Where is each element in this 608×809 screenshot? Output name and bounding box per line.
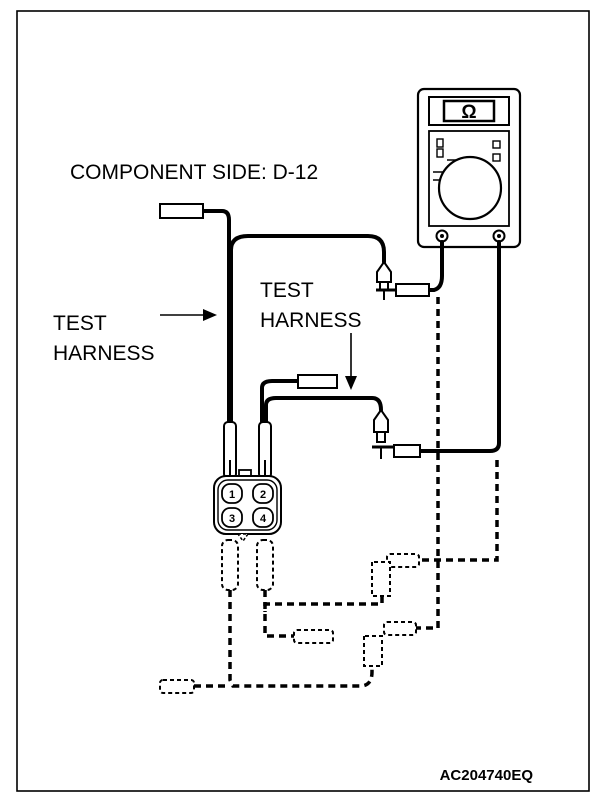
- meter-dial: [437, 155, 503, 221]
- arrow-to-harness-left: [160, 309, 217, 321]
- test-harness-right-line2: HARNESS: [260, 309, 362, 332]
- pin-cavity-4: [252, 507, 274, 528]
- meter-button-2: [492, 153, 501, 162]
- connector-d12: 1 2 3 4: [213, 469, 282, 543]
- probe-lower: [372, 408, 421, 459]
- pin-label-1: 1: [229, 489, 235, 501]
- figure-frame: [16, 10, 590, 792]
- ohmmeter: Ω: [416, 87, 522, 249]
- arrow-to-harness-right: [345, 333, 357, 390]
- hidden-wiring: [194, 297, 499, 688]
- pin-cavity-3: [221, 507, 243, 528]
- test-harness-left-line2: HARNESS: [53, 342, 155, 365]
- meter-switch-2: [436, 148, 444, 158]
- component-side-label: COMPONENT SIDE: D-12: [70, 161, 318, 184]
- pin-label-3: 3: [229, 513, 235, 525]
- hidden-plugs: [159, 539, 420, 694]
- pin-cavity-1: [221, 483, 243, 504]
- loose-plug-top: [159, 203, 204, 219]
- probe-upper: [376, 260, 430, 300]
- test-harness-right-line1: TEST: [260, 279, 314, 302]
- test-harness-wires: [201, 209, 501, 453]
- meter-display-inner: [442, 99, 496, 123]
- meter-panel: [428, 130, 510, 227]
- test-harness-left-line1: TEST: [53, 312, 107, 335]
- loose-plug-middle: [297, 374, 338, 389]
- meter-switch-1: [436, 138, 444, 148]
- meter-button-1: [492, 140, 501, 149]
- figure-code: AC204740EQ: [440, 767, 534, 784]
- pin-label-2: 2: [260, 489, 266, 501]
- ohm-symbol: Ω: [461, 102, 476, 123]
- pin-cavity-2: [252, 483, 274, 504]
- pin-label-4: 4: [260, 513, 267, 525]
